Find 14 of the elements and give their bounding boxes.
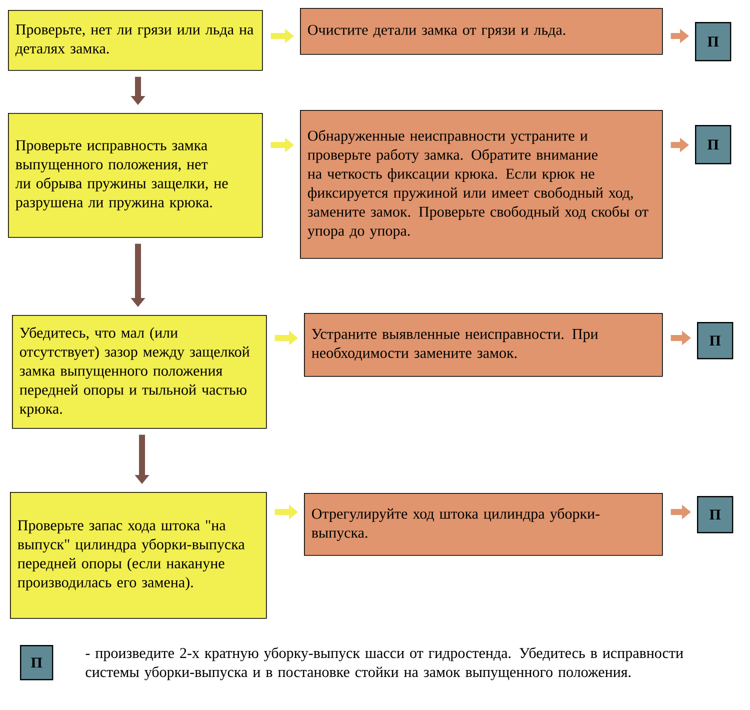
action-box: Очистите детали замка от грязи и льда. [300, 8, 663, 55]
note-text: - произведите 2-х кратную уборку-выпуск шасси от гидростенда. Убедитесь в исправности системы уборки-выпуска и в постановке стойки на замок выпущенного положения. [86, 647, 684, 680]
check-box: Проверьте исправность замка выпущенного положения, нет ли обрыва пружины защелки, не разрушена ли пружина крюка. [8, 113, 263, 238]
check-box: Убедитесь, что мал (или отсутствует) зазор между защелкой замка выпущенного положения передней опоры и тыльной частью крюка. [12, 315, 267, 429]
p-box: П [695, 22, 732, 62]
action-box: Устраните выявленные неисправности. При необходимости замените замок. [304, 313, 663, 377]
p-box: П [697, 496, 734, 534]
action-box: Обнаруженные неисправности устраните и проверьте работу замка. Обратите внимание на четкость фиксации крюка. Если крюк не фиксируется пружиной или имеет свободный ход, замените замок. Проверьте свободный ход скобы от упора до упора. [300, 110, 663, 259]
p-box: П [20, 645, 54, 680]
check-box: Проверьте запас хода штока "на выпуск" цилиндра уборки-выпуска передней опоры (если накануне производилась его замена). [10, 492, 267, 619]
p-box: П [697, 322, 734, 360]
p-box: П [695, 125, 732, 164]
check-box: Проверьте, нет ли грязи или льда на деталях замка. [8, 10, 263, 71]
action-box: Отрегулируйте ход штока цилиндра уборки-выпуска. [304, 493, 663, 556]
